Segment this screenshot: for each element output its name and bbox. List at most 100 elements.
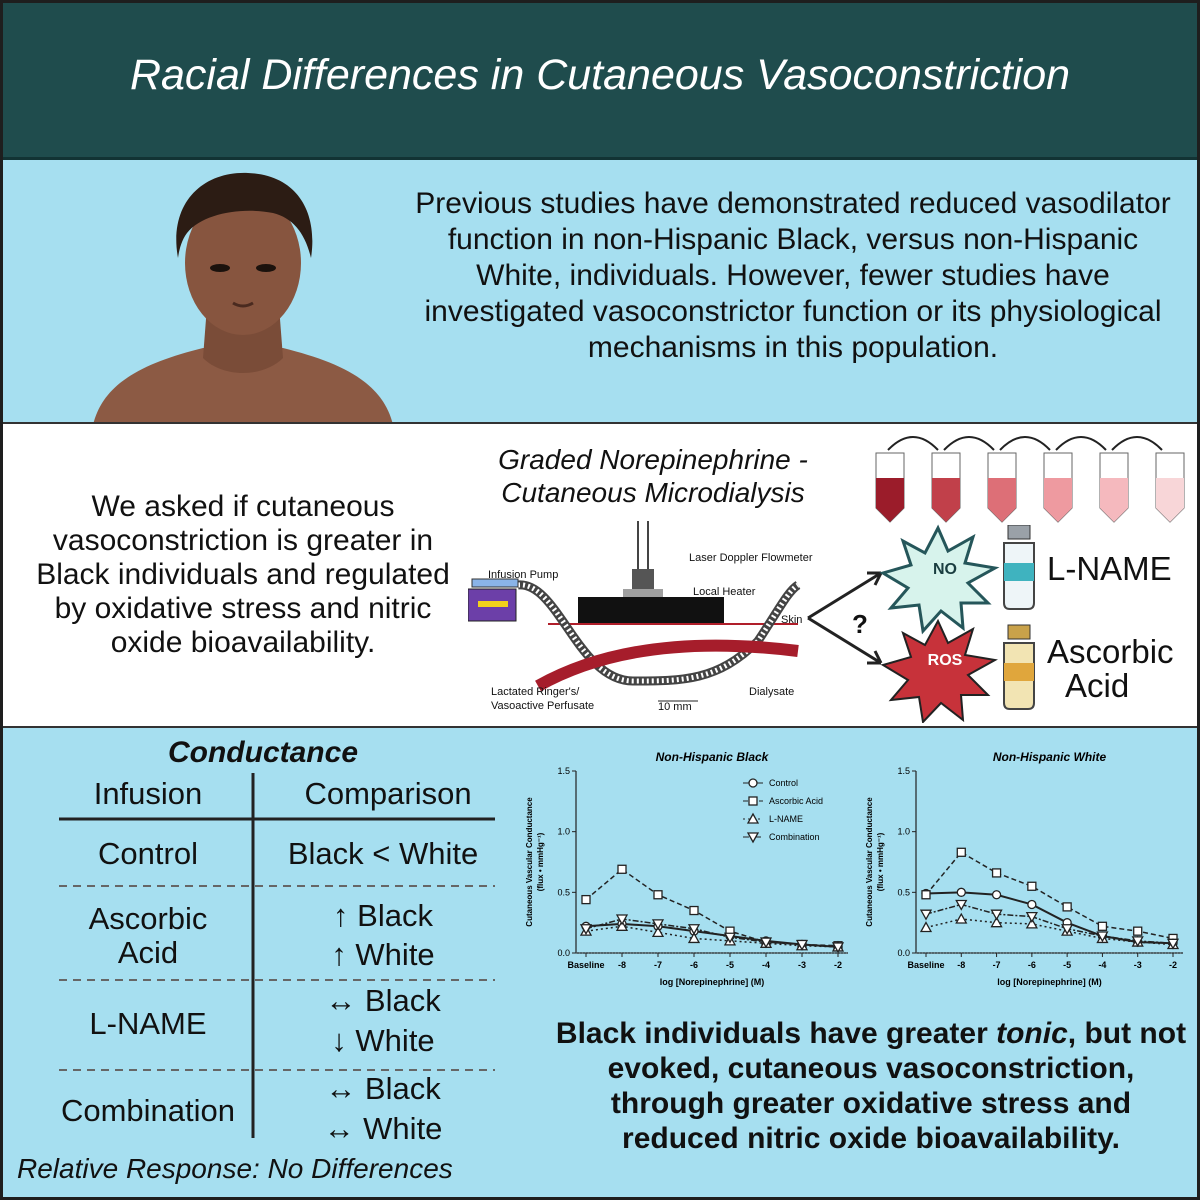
col-comparison-header: Comparison <box>304 776 472 811</box>
y-tick-label: 1.5 <box>897 766 910 776</box>
x-tick-label: -2 <box>834 960 842 970</box>
x-tick-label: -4 <box>762 960 770 970</box>
page-title: Racial Differences in Cutaneous Vasocons… <box>129 51 1071 99</box>
conclusion-emphasis: tonic <box>996 1017 1068 1050</box>
y-axis-unit: (flux • mmHg⁻¹) <box>536 832 545 891</box>
data-point <box>919 921 933 933</box>
data-point <box>651 926 665 938</box>
data-point <box>956 887 966 897</box>
x-tick-label: -6 <box>690 960 698 970</box>
data-point <box>581 894 591 905</box>
x-tick-label: -5 <box>726 960 734 970</box>
header-bar: Racial Differences in Cutaneous Vasocons… <box>3 3 1197 160</box>
row-lname-comparison-line2: ↓ White <box>331 1023 435 1058</box>
blood-vessel <box>535 639 799 692</box>
legend-marker <box>748 796 758 806</box>
dilution-tubes <box>875 436 1185 523</box>
x-tick-label: Baseline <box>567 960 604 970</box>
ros-burst <box>880 618 998 723</box>
data-point <box>990 909 1003 921</box>
y-tick-label: 0.0 <box>557 948 570 958</box>
tube-3 <box>987 452 1017 523</box>
method-title: Graded Norepinephrine - Cutaneous Microd… <box>443 443 863 509</box>
data-point <box>991 890 1002 900</box>
row-lname-comparison-line1: ↔ Black <box>325 983 441 1018</box>
y-axis-label: Cutaneous Vascular Conductance <box>865 797 874 927</box>
tube-2 <box>931 452 961 523</box>
intro-text: Previous studies have demonstrated reduc… <box>415 187 1171 364</box>
x-tick-label: -8 <box>957 960 965 970</box>
local-heater <box>624 597 724 625</box>
drug-lname: L-NAME <box>1047 550 1172 587</box>
legend-marker <box>748 778 758 788</box>
y-tick-label: 1.0 <box>557 827 570 837</box>
data-point <box>1025 917 1038 929</box>
row-combination-infusion: Combination <box>60 1093 236 1128</box>
question-mark: ? <box>852 609 868 639</box>
x-axis-label: log [Norepinephrine] (M) <box>997 977 1102 987</box>
data-point <box>1062 902 1072 912</box>
x-tick-label: -7 <box>654 960 662 970</box>
legend-label: Combination <box>769 832 820 842</box>
data-point <box>1166 938 1180 950</box>
data-point <box>1025 911 1038 923</box>
method-title-line2: Cutaneous Microdialysis <box>501 477 805 508</box>
table-lines <box>59 773 495 1138</box>
series-combination <box>579 914 845 954</box>
data-point <box>1097 921 1108 931</box>
row-ascorbic-comparison-line2: ↑ White <box>331 937 435 972</box>
data-point <box>689 905 699 916</box>
vial-lname <box>1003 525 1035 610</box>
chart-non-hispanic-white: Non-Hispanic White0.00.51.01.5Baseline-8… <box>865 750 1183 987</box>
data-point <box>723 932 737 944</box>
series-line <box>925 918 1174 946</box>
data-point <box>955 912 968 924</box>
ringer-label-line2: Vasoactive Perfusate <box>491 700 595 712</box>
tube-4 <box>1043 452 1073 523</box>
data-point <box>687 932 701 944</box>
series-combination <box>919 899 1180 950</box>
data-point <box>615 919 629 931</box>
row-ascorbic-infusion-line1: Ascorbic <box>88 901 208 936</box>
chart-title: Non-Hispanic White <box>993 750 1107 764</box>
table-title: Conductance <box>167 736 359 769</box>
data-point <box>651 919 665 931</box>
vials <box>1003 525 1035 710</box>
legend-label: Control <box>769 778 798 788</box>
y-axis-label: Cutaneous Vascular Conductance <box>525 797 534 927</box>
series-line <box>585 925 839 948</box>
data-point <box>579 924 593 936</box>
y-tick-label: 0.0 <box>897 948 910 958</box>
chart-title: Non-Hispanic Black <box>656 750 770 764</box>
data-point <box>1061 924 1074 936</box>
pump-label: Infusion Pump <box>488 569 559 581</box>
data-point <box>956 847 966 857</box>
person-illustration <box>93 172 393 425</box>
row-control-infusion: Control <box>98 836 198 871</box>
drug-ascorbic-line1: Ascorbic <box>1047 633 1174 670</box>
no-burst <box>879 524 1000 635</box>
data-point <box>919 909 933 921</box>
data-point <box>687 924 701 936</box>
table-footer: Relative Response: No Differences <box>17 1153 453 1184</box>
data-point <box>921 890 931 900</box>
y-axis-unit: (flux • mmHg⁻¹) <box>876 832 885 891</box>
tube-5 <box>1099 452 1129 523</box>
data-point <box>991 868 1002 878</box>
probe-head <box>632 569 654 589</box>
data-point <box>990 916 1003 928</box>
y-tick-label: 1.5 <box>557 766 570 776</box>
conclusion-part2: , but not evoked, cutaneous vasoconstric… <box>607 1017 1187 1155</box>
mechanism-graphic <box>807 524 1000 723</box>
legend-marker <box>746 812 760 824</box>
legend-marker <box>746 832 760 844</box>
row-ascorbic-comparison-line1: ↑ Black <box>333 898 433 933</box>
row-combination-comparison-line2: ↔ White <box>323 1111 443 1146</box>
x-tick-label: -6 <box>1028 960 1036 970</box>
x-tick-label: -3 <box>1134 960 1142 970</box>
x-axis-label: log [Norepinephrine] (M) <box>660 977 765 987</box>
legend-label: L-NAME <box>769 814 803 824</box>
no-label: NO <box>933 561 957 578</box>
data-point <box>1027 899 1037 910</box>
